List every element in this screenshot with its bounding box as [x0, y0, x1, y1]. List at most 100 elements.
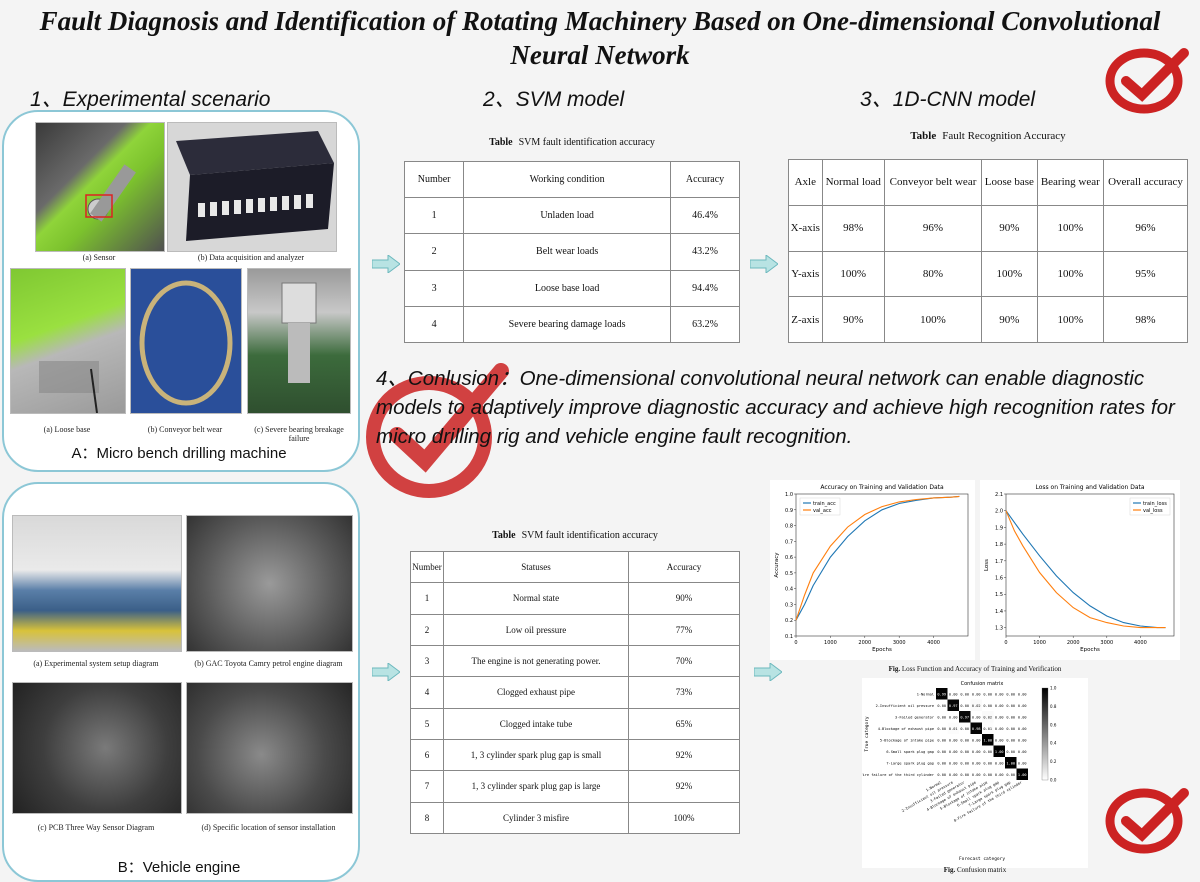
- heatmap-cell: [936, 688, 948, 700]
- heatmap-cell: [936, 745, 948, 757]
- caption-data-acquisition: (b) Data acquisition and analyzer: [197, 253, 305, 262]
- y-tick-label: 0.5: [785, 571, 793, 577]
- y-tick-label: 1.4: [995, 609, 1003, 615]
- y-tick-label: 0.3: [785, 602, 793, 608]
- heatmap-cell: [970, 722, 982, 734]
- heatmap-cell: [959, 711, 971, 723]
- poster-title: Fault Diagnosis and Identification of Ro…: [39, 6, 1161, 70]
- cell-value-label: 0.00: [937, 750, 946, 754]
- cell-value-label: 0.00: [972, 715, 981, 719]
- heatmap-cell: [993, 734, 1005, 746]
- y-category-label: 5-Blockage of intake pipe: [880, 738, 934, 742]
- cell-value-label: 0.00: [960, 773, 969, 777]
- cell-value-label: 0.00: [1006, 738, 1015, 742]
- y-tick-label: 0.4: [785, 587, 793, 593]
- plot-frame: [1005, 493, 1175, 637]
- y-category-label: 1-Normal: [917, 692, 934, 696]
- cell-value-label: 0.00: [937, 727, 946, 731]
- legend-box: [799, 497, 841, 516]
- x-tick-label: 0: [1004, 640, 1007, 646]
- legend-label: train_loss: [1143, 501, 1167, 507]
- cell-value-label: 0.00: [995, 692, 1004, 696]
- cell-value-label: 0.00: [983, 761, 992, 765]
- heatmap-cell: [1005, 757, 1017, 769]
- y-category-label: 6-Small spark plug gap: [886, 750, 934, 754]
- sensor-photo: [35, 122, 165, 252]
- y-tick-label: 1.9: [995, 525, 1003, 531]
- heatmap-cell: [1016, 757, 1028, 769]
- cell-value-label: 0.00: [1018, 704, 1027, 708]
- heatmap-cell: [936, 757, 948, 769]
- plot-frame: [795, 493, 969, 637]
- cell-value-label: 0.00: [949, 738, 958, 742]
- heatmap-cell: [1016, 745, 1028, 757]
- arrow-right-icon: [750, 255, 778, 273]
- check-stamp-icon: [1105, 788, 1189, 854]
- section-svm-model: 2、SVM model: [483, 88, 625, 111]
- cell-value-label: 0.02: [972, 704, 981, 708]
- heatmap-cell: [970, 711, 982, 723]
- heatmap-cell: [993, 699, 1005, 711]
- cell-value-label: 0.00: [960, 692, 969, 696]
- x-axis-label: Epochs: [872, 647, 892, 653]
- section-1dcnn-model: 3、1D-CNN model: [860, 88, 1036, 111]
- cell-value-label: 0.00: [949, 750, 958, 754]
- heatmap-cell: [947, 699, 959, 711]
- y-tick-label: 0.1: [785, 634, 793, 640]
- heatmap-cell: [982, 745, 994, 757]
- check-stamp-icon: [366, 363, 509, 498]
- cell-value-label: 0.00: [972, 750, 981, 754]
- panel-b-label: B：Vehicle engine: [117, 859, 241, 876]
- y-category-label: 7-Large spark plug gap: [886, 761, 934, 765]
- cell-value-label: 0.00: [1006, 727, 1015, 731]
- system-setup-photo: [12, 515, 182, 652]
- cell-value-label: 0.01: [949, 727, 958, 731]
- heatmap-cell: [936, 699, 948, 711]
- cell-value-label: 0.00: [1018, 761, 1027, 765]
- cell-value-label: 0.00: [1006, 750, 1015, 754]
- y-tick-label: 0.9: [785, 508, 793, 514]
- y-category-label: 3-Failed generator: [895, 715, 935, 719]
- cell-value-label: 0.97: [949, 704, 958, 708]
- check-stamp-icon: [1105, 48, 1189, 114]
- heatmap-cell: [1005, 688, 1017, 700]
- y-tick-label: 0.6: [785, 555, 793, 561]
- cell-value-label: 0.00: [1006, 773, 1015, 777]
- heatmap-cell: [982, 734, 994, 746]
- cell-value-label: 0.00: [949, 715, 958, 719]
- heatmap-cell: [947, 722, 959, 734]
- heatmap-cell: [947, 768, 959, 780]
- heatmap-cell: [959, 688, 971, 700]
- heatmap-cell: [982, 722, 994, 734]
- y-tick-label: 1.3: [995, 626, 1003, 632]
- cell-value-label: 0.00: [1018, 727, 1027, 731]
- x-tick-label: 4000: [1134, 640, 1147, 646]
- cell-value-label: 0.00: [1006, 715, 1015, 719]
- heatmap-cell: [959, 722, 971, 734]
- x-tick-label: 4000: [927, 640, 940, 646]
- legend-label: train_acc: [813, 501, 836, 507]
- caption-system-setup: (a) Experimental system setup diagram: [33, 659, 159, 668]
- y-tick-label: 2.1: [995, 492, 1003, 498]
- figure-caption-loss-accuracy: Fig. Loss Function and Accuracy of Train…: [888, 665, 1062, 673]
- x-tick-label: 1000: [1033, 640, 1046, 646]
- colorbar-tick-label: 0.4: [1050, 741, 1057, 746]
- y-category-label: 8-Fire failure of the third cylinder: [862, 773, 935, 777]
- heatmap-cell: [970, 699, 982, 711]
- y-tick-label: 1.7: [995, 559, 1003, 565]
- heatmap-cell: [947, 734, 959, 746]
- cell-value-label: 0.00: [995, 704, 1004, 708]
- x-tick-label: 1000: [824, 640, 837, 646]
- heatmap-cell: [947, 688, 959, 700]
- heatmap-cell: [1005, 722, 1017, 734]
